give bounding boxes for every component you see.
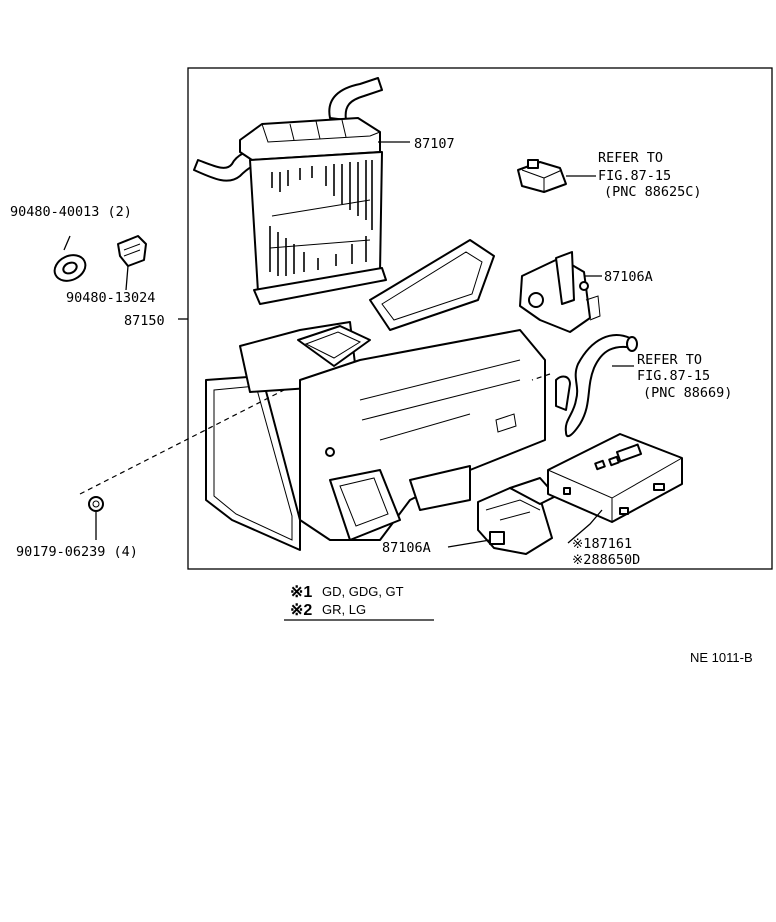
callout-87150: 87150 bbox=[124, 313, 165, 329]
legend-text-1: GD, GDG, GT bbox=[322, 584, 404, 599]
refer-note-1-line2: FIG.87-15 bbox=[598, 168, 671, 184]
servo-upper-drawing bbox=[519, 251, 601, 333]
legend-mark-2: ※2 bbox=[290, 602, 312, 619]
callout-amplifier-1: ※187161 bbox=[572, 536, 632, 552]
callout-87106a-lower: 87106A bbox=[382, 540, 431, 556]
refer-note-1-line1: REFER TO bbox=[598, 150, 663, 166]
callout-amplifier-2: ※288650D bbox=[572, 552, 640, 568]
refer-note-2-line1: REFER TO bbox=[637, 352, 702, 368]
callout-grommet: 90480-40013 (2) bbox=[10, 204, 132, 220]
heater-unit-drawing bbox=[205, 239, 546, 551]
refer-note-2-line3: (PNC 88669) bbox=[643, 385, 732, 401]
clip-drawing bbox=[117, 235, 147, 291]
hose-drawing bbox=[555, 334, 638, 438]
legend: ※1 GD, GDG, GT ※2 GR, LG bbox=[284, 584, 434, 621]
callout-87106a-upper: 87106A bbox=[604, 269, 653, 285]
screw-drawing bbox=[88, 496, 104, 540]
callout-screw: 90179-06239 (4) bbox=[16, 544, 138, 560]
callout-clip: 90480-13024 bbox=[66, 290, 155, 306]
leader-lines bbox=[79, 141, 634, 548]
connector-drawing bbox=[517, 159, 567, 193]
servo-lower-drawing bbox=[477, 477, 557, 555]
callout-87107: 87107 bbox=[414, 136, 455, 152]
legend-text-2: GR, LG bbox=[322, 602, 366, 617]
heater-core-drawing bbox=[193, 77, 387, 305]
legend-mark-1: ※1 bbox=[290, 584, 312, 601]
amplifier-drawing bbox=[547, 433, 683, 523]
refer-note-2-line2: FIG.87-15 bbox=[637, 368, 710, 384]
figure-code: NE 1011-B bbox=[690, 650, 753, 665]
refer-note-1-line3: (PNC 88625C) bbox=[604, 184, 702, 200]
grommet-drawing bbox=[53, 235, 87, 282]
